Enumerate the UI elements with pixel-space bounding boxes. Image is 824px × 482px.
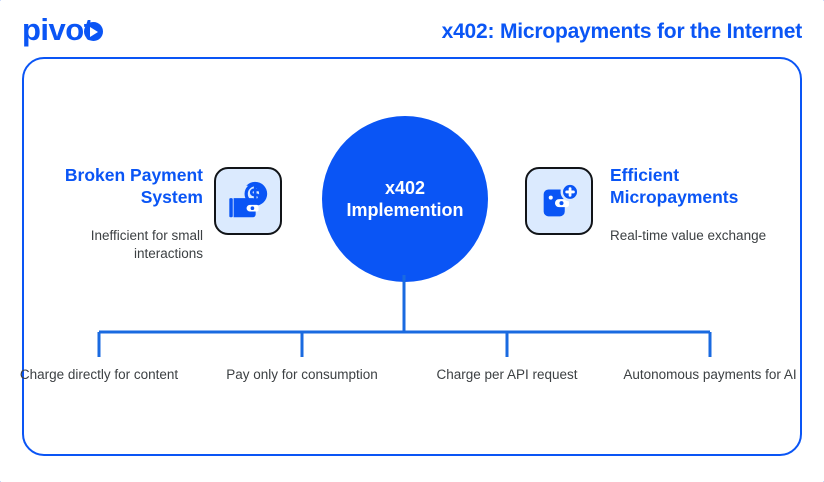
- side-subtitle-left: Inefficient for small interactions: [90, 227, 203, 261]
- wallet-plus-glyph: [543, 182, 580, 217]
- brand-logo: pivot: [22, 11, 103, 47]
- side-title-left: Broken Payment System: [64, 165, 203, 207]
- page-title: x402: Micropayments for the Internet: [441, 20, 803, 43]
- side-title-right: Efficient Micropayments: [610, 165, 739, 207]
- play-triangle-icon: [84, 22, 103, 41]
- leaf-label-4: Autonomous payments for AI: [623, 367, 797, 382]
- wallet-plus-icon: [525, 167, 593, 235]
- wallet-dollar-glyph: [229, 181, 268, 218]
- hub-label-line1: x402: [384, 177, 426, 198]
- leaf-label-1: Charge directly for content: [19, 367, 179, 382]
- wallet-dollar-icon: [214, 167, 282, 235]
- side-block-broken-payment-system: Broken Payment System Inefficient for sm…: [18, 165, 203, 263]
- hub-label-line2: Implemention: [346, 200, 464, 220]
- side-subtitle-right: Real-time value exchange: [610, 227, 767, 243]
- side-block-efficient-micropayments: Efficient Micropayments Real-time value …: [610, 165, 795, 245]
- brand-logo-text: pivot: [22, 11, 94, 47]
- leaf-label-3: Charge per API request: [436, 367, 578, 382]
- header: pivot x402: Micropayments for the Intern…: [0, 0, 824, 57]
- leaf-label-2: Pay only for consumption: [226, 367, 378, 382]
- connector-tree: [97, 275, 712, 357]
- hub-node-x402: x402 Implemention: [322, 116, 488, 282]
